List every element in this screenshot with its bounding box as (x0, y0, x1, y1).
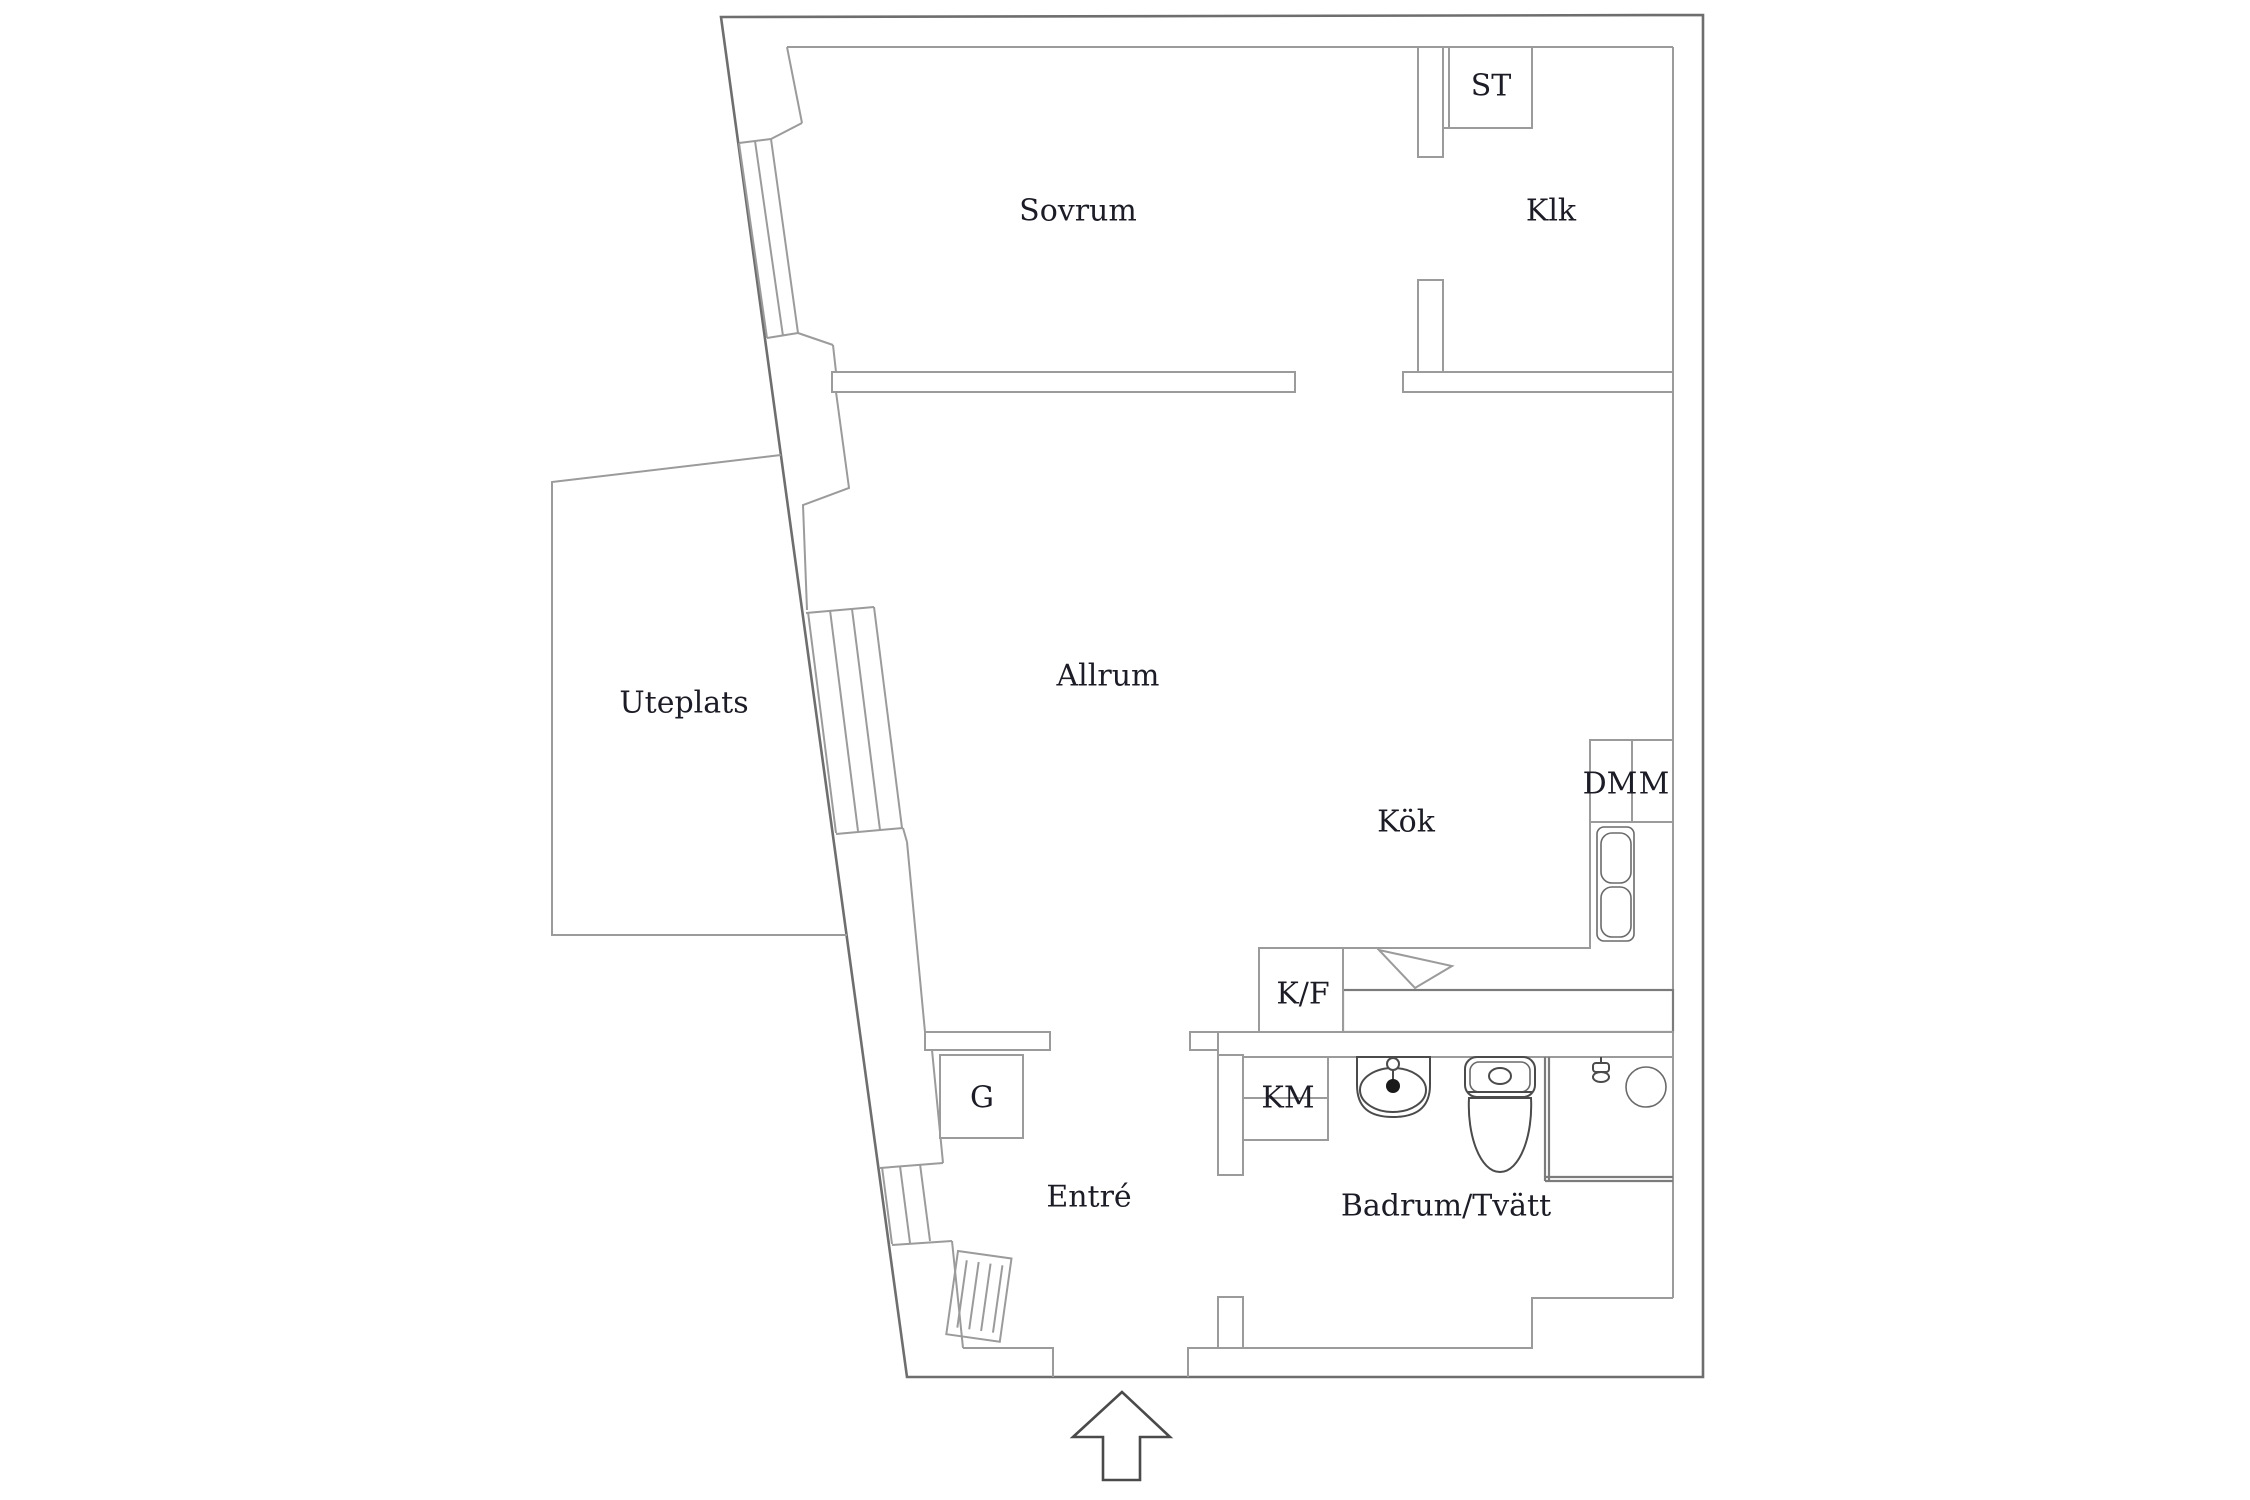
shower (1543, 1057, 1673, 1183)
room-label-badrum: Badrum/Tvätt (1341, 1189, 1551, 1224)
fixture-label-m: M (1639, 767, 1670, 802)
room-label-sovrum: Sovrum (1019, 194, 1137, 229)
sovrum-klk-divider-upper (1417, 46, 1444, 158)
sovrum-bottom-wall (831, 371, 1296, 393)
klk-bottom-wall (1402, 371, 1674, 393)
fixture-label-kf: K/F (1276, 977, 1329, 1012)
room-label-entre: Entré (1046, 1180, 1131, 1215)
stove-fold-symbol (1376, 948, 1455, 990)
room-label-allrum: Allrum (1056, 659, 1160, 694)
entrance-arrow-icon (1069, 1390, 1174, 1482)
bottom-right-step (1243, 1297, 1673, 1349)
entrance-jamb-left (963, 1347, 1054, 1377)
kitchen-counter (1341, 739, 1675, 1034)
kitchen-back-wall (1341, 988, 1675, 1034)
basin-tap-dot (1386, 1079, 1400, 1093)
bathroom-walls (1189, 1031, 1674, 1349)
shower-drain (1625, 1066, 1667, 1108)
left-wall-inner (786, 46, 964, 1349)
toilet (1464, 1056, 1536, 1174)
uteplats-boundary (551, 454, 847, 936)
sovrum-klk-divider-lower (1417, 279, 1444, 373)
room-label-kok: Kök (1377, 805, 1436, 840)
kitchen-sink (1596, 826, 1635, 942)
room-label-uteplats: Uteplats (619, 686, 748, 721)
entre-window (879, 1162, 953, 1246)
entre-top-wall (924, 1031, 1051, 1051)
washing-machine (1242, 1056, 1329, 1141)
allrum-window (805, 606, 908, 843)
outer-wall (719, 13, 1705, 1379)
st-closet (1442, 46, 1533, 129)
fixture-label-g: G (970, 1081, 994, 1116)
g-closet (939, 1054, 1024, 1139)
fixture-label-km: KM (1261, 1081, 1314, 1116)
entrance-jamb-right (1187, 1347, 1218, 1377)
washbasin (1356, 1056, 1431, 1119)
room-label-klk: Klk (1526, 194, 1577, 229)
sovrum-window (738, 122, 834, 346)
entre-radiator (945, 1249, 1013, 1343)
fixture-label-st: ST (1471, 69, 1512, 104)
shower-head-icon (1592, 1057, 1610, 1083)
fixture-label-dm: DM (1583, 767, 1638, 802)
fridge-freezer-box (1258, 947, 1344, 1033)
